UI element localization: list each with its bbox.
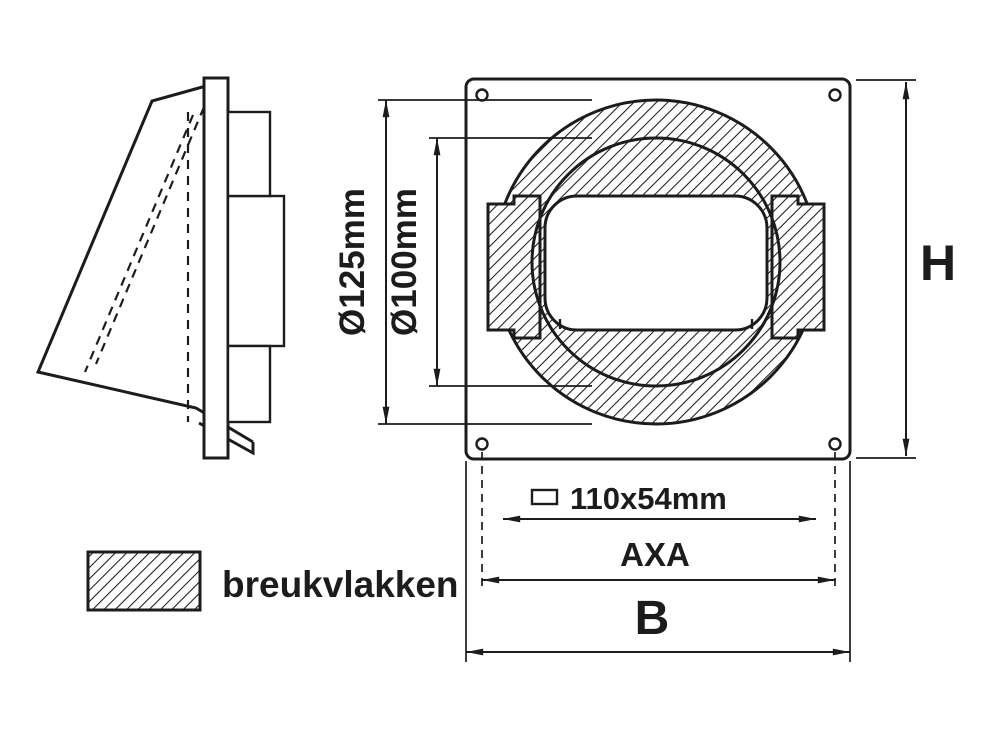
side-view-spigot-bottom [226, 344, 272, 424]
cowl-hidden-edge-1 [83, 114, 195, 373]
rect-duct-opening [543, 194, 769, 332]
corner-hole-bottom-right [828, 437, 842, 451]
inner-duct-circle [530, 136, 782, 388]
side-view-plate [202, 76, 230, 460]
side-view-spigot-top [226, 110, 272, 198]
side-view-spigot-middle [226, 194, 286, 348]
dim-height: H [856, 79, 956, 459]
left-side-tab [486, 194, 542, 340]
dim-outer-diameter-label: Ø125mm [333, 188, 372, 336]
dim-inner-diameter: Ø100mm [385, 137, 592, 387]
right-side-tab [770, 194, 826, 340]
rect-section-symbol-icon [530, 488, 559, 506]
dim-inner-diameter-label: Ø100mm [385, 188, 424, 336]
legend-label: breukvlakken [222, 564, 459, 605]
side-view [35, 76, 286, 460]
legend-hatch-swatch [86, 550, 202, 612]
legend: breukvlakken [86, 550, 459, 612]
dim-width: B [465, 461, 851, 662]
dim-hole-spacing: AXA [482, 536, 835, 584]
dimensions: Ø125mm Ø100mm H 110x54mm AXA [333, 79, 956, 662]
dim-rect-opening-label: 110x54mm [570, 481, 727, 516]
front-view [464, 77, 852, 461]
corner-hole-top-right [828, 88, 842, 102]
dim-outer-diameter: Ø125mm [333, 99, 592, 425]
corner-hole-bottom-left [475, 437, 489, 451]
corner-hole-top-left [475, 88, 489, 102]
dim-rect-opening: 110x54mm [503, 481, 816, 523]
dim-hole-spacing-label: AXA [620, 536, 690, 573]
dim-height-label: H [920, 235, 956, 291]
dim-width-label: B [635, 592, 670, 645]
cowl-hidden-edge-2 [94, 106, 206, 365]
